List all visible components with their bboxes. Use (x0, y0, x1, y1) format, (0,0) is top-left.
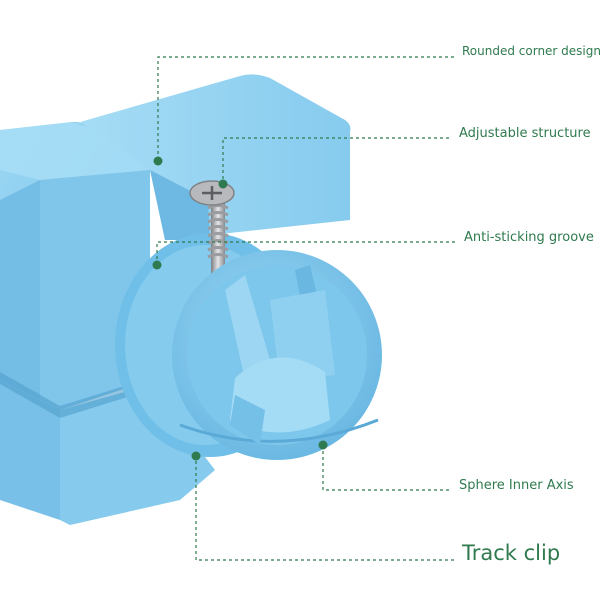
callout-adjustable-structure: Adjustable structure (459, 126, 591, 141)
callout-track-clip: Track clip (462, 541, 561, 565)
callout-rounded-corner-design: Rounded corner design (462, 44, 600, 58)
callout-anti-sticking-groove: Anti-sticking groove (464, 230, 594, 245)
callout-dots (152, 156, 328, 461)
callout-lines (156, 56, 458, 561)
sphere-inner-axis (172, 250, 382, 460)
callout-sphere-inner-axis: Sphere Inner Axis (459, 478, 574, 493)
cube-top-layer (0, 74, 351, 410)
